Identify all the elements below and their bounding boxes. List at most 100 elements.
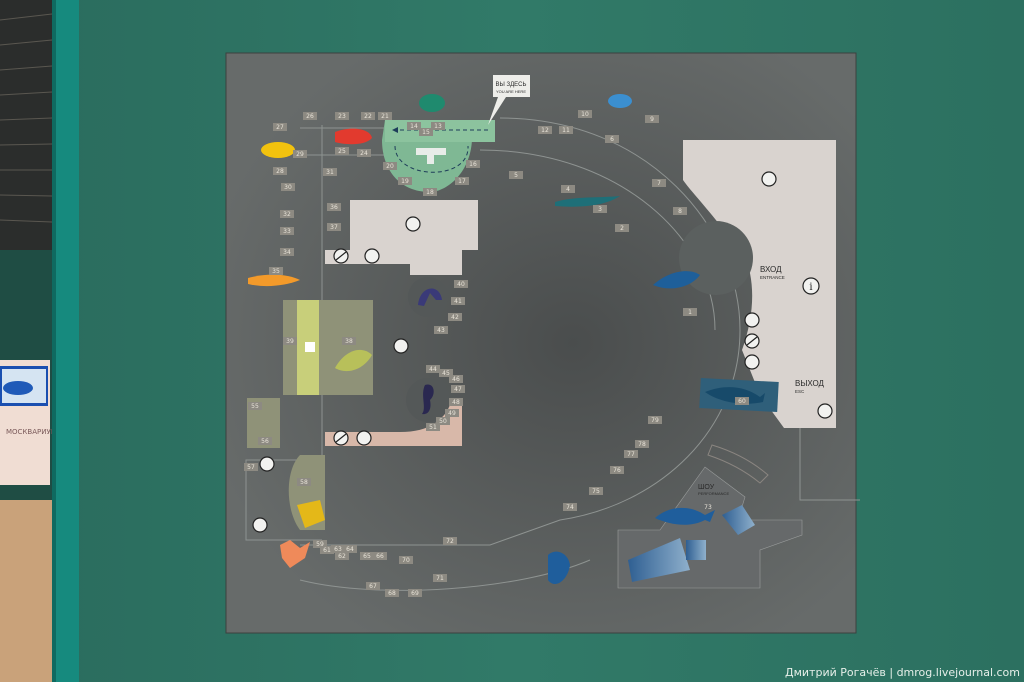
exhibit-number: 56 — [261, 438, 269, 445]
you-are-here-ru: ВЫ ЗДЕСЬ — [496, 82, 527, 88]
exhibit-tank — [449, 375, 463, 383]
exhibit-tank — [454, 280, 468, 288]
exhibit-tank — [673, 207, 687, 215]
exhibit-tank — [455, 177, 469, 185]
restroom-icon-2 — [252, 517, 268, 533]
exhibit-number: 9 — [650, 116, 654, 123]
exhibit-tank — [635, 440, 649, 448]
exhibit-number: 55 — [251, 403, 259, 410]
exhibit-number: 12 — [541, 127, 549, 134]
exhibit-tank — [448, 313, 462, 321]
entrance-label-ru: ВХОД — [760, 265, 782, 274]
exhibit-tank — [280, 248, 294, 256]
exhibit-number: 3 — [598, 206, 602, 213]
exhibit-number: 35 — [272, 268, 280, 275]
shark-icon — [655, 507, 715, 525]
exhibit-number: 60 — [738, 398, 746, 405]
show-number: 73 — [704, 504, 712, 511]
olive-hall-55 — [247, 398, 280, 448]
exhibit-number: 69 — [411, 590, 419, 597]
lobster-icon — [335, 128, 372, 145]
exhibit-tank — [335, 552, 349, 560]
exhibit-tank — [652, 179, 666, 187]
exhibit-number: 2 — [620, 225, 624, 232]
exhibit-number: 72 — [446, 538, 454, 545]
exhibit-number: 47 — [454, 386, 462, 393]
exhibit-number: 18 — [426, 189, 434, 196]
show-area: ШОУ PERFORMANCE 73 — [617, 444, 803, 589]
exhibit-tank — [434, 326, 448, 334]
exhibit-number: 67 — [369, 583, 377, 590]
exhibit-tank — [248, 402, 262, 410]
exhibit-tank — [423, 188, 437, 196]
floor — [0, 500, 52, 682]
exhibit-tank — [509, 171, 523, 179]
wheelchair-icon — [364, 248, 380, 264]
exhibit-tank — [610, 466, 624, 474]
show-label-ru: ШОУ — [698, 484, 715, 491]
exhibit-number: 23 — [338, 113, 346, 120]
exhibit-number: 70 — [402, 557, 410, 564]
octopus-icon — [418, 288, 442, 306]
exhibit-number: 46 — [452, 376, 460, 383]
exhibit-number: 64 — [346, 546, 354, 553]
exhibit-tank — [683, 308, 697, 316]
shark-icon-2 — [555, 196, 620, 207]
exhibit-number: 32 — [283, 211, 291, 218]
exhibit-number: 57 — [247, 464, 255, 471]
photo-icon — [356, 430, 372, 446]
exhibit-number: 49 — [448, 410, 456, 417]
exhibit-number: 45 — [442, 370, 450, 377]
stroller-icon — [744, 312, 760, 328]
exhibit-tank — [361, 112, 375, 120]
exhibit-tank — [313, 540, 327, 548]
exhibit-number: 51 — [429, 424, 437, 431]
exhibit-tank — [399, 556, 413, 564]
exhibit-tank — [559, 126, 573, 134]
exhibit-number: 5 — [514, 172, 518, 179]
fish-icon — [261, 142, 295, 158]
exhibit-tank — [283, 337, 297, 345]
exhibit-tank — [342, 337, 356, 345]
exhibit-tank — [408, 589, 422, 597]
turtle-icon — [419, 94, 445, 112]
exhibit-number: 19 — [401, 178, 409, 185]
exhibit-number: 50 — [439, 418, 447, 425]
exhibit-tank — [360, 552, 374, 560]
exhibit-number: 44 — [429, 366, 437, 373]
exhibit-number: 42 — [451, 314, 459, 321]
exhibit-tank — [373, 552, 387, 560]
exhibit-tank — [281, 183, 295, 191]
entrance-exit-area — [683, 140, 836, 428]
exhibit-tank — [383, 162, 397, 170]
exhibit-tank — [648, 416, 662, 424]
stroller-icon-2 — [744, 354, 760, 370]
exhibit-number: 24 — [360, 150, 368, 157]
exhibit-number: 21 — [381, 113, 389, 120]
exhibit-tank — [426, 365, 440, 373]
exhibit-tank — [258, 437, 272, 445]
exhibit-tank — [331, 545, 345, 553]
exhibit-tank — [335, 147, 349, 155]
exhibit-number: 27 — [276, 124, 284, 131]
shop-icon-2 — [259, 456, 275, 472]
exhibit-tank — [439, 369, 453, 377]
exhibit-tank — [445, 409, 459, 417]
exhibit-tank — [297, 478, 311, 486]
exhibit-tank — [624, 450, 638, 458]
crocodile-icon — [248, 274, 300, 287]
crab-icon — [608, 94, 632, 108]
exhibit-number: 74 — [566, 504, 574, 511]
exhibit-tank — [426, 423, 440, 431]
exhibit-tank — [366, 582, 380, 590]
exhibit-tank — [244, 463, 258, 471]
exhibit-tank — [385, 589, 399, 597]
exhibit-number: 43 — [437, 327, 445, 334]
exhibit-number: 20 — [386, 163, 394, 170]
exhibit-number: 30 — [284, 184, 292, 191]
exhibit-number: 4 — [566, 186, 570, 193]
exhibit-number: 36 — [330, 204, 338, 211]
photo-credit: Дмитрий Рогачёв | dmrog.livejournal.com — [785, 666, 1020, 679]
exhibit-number: 15 — [422, 129, 430, 136]
exhibit-tank — [436, 417, 450, 425]
